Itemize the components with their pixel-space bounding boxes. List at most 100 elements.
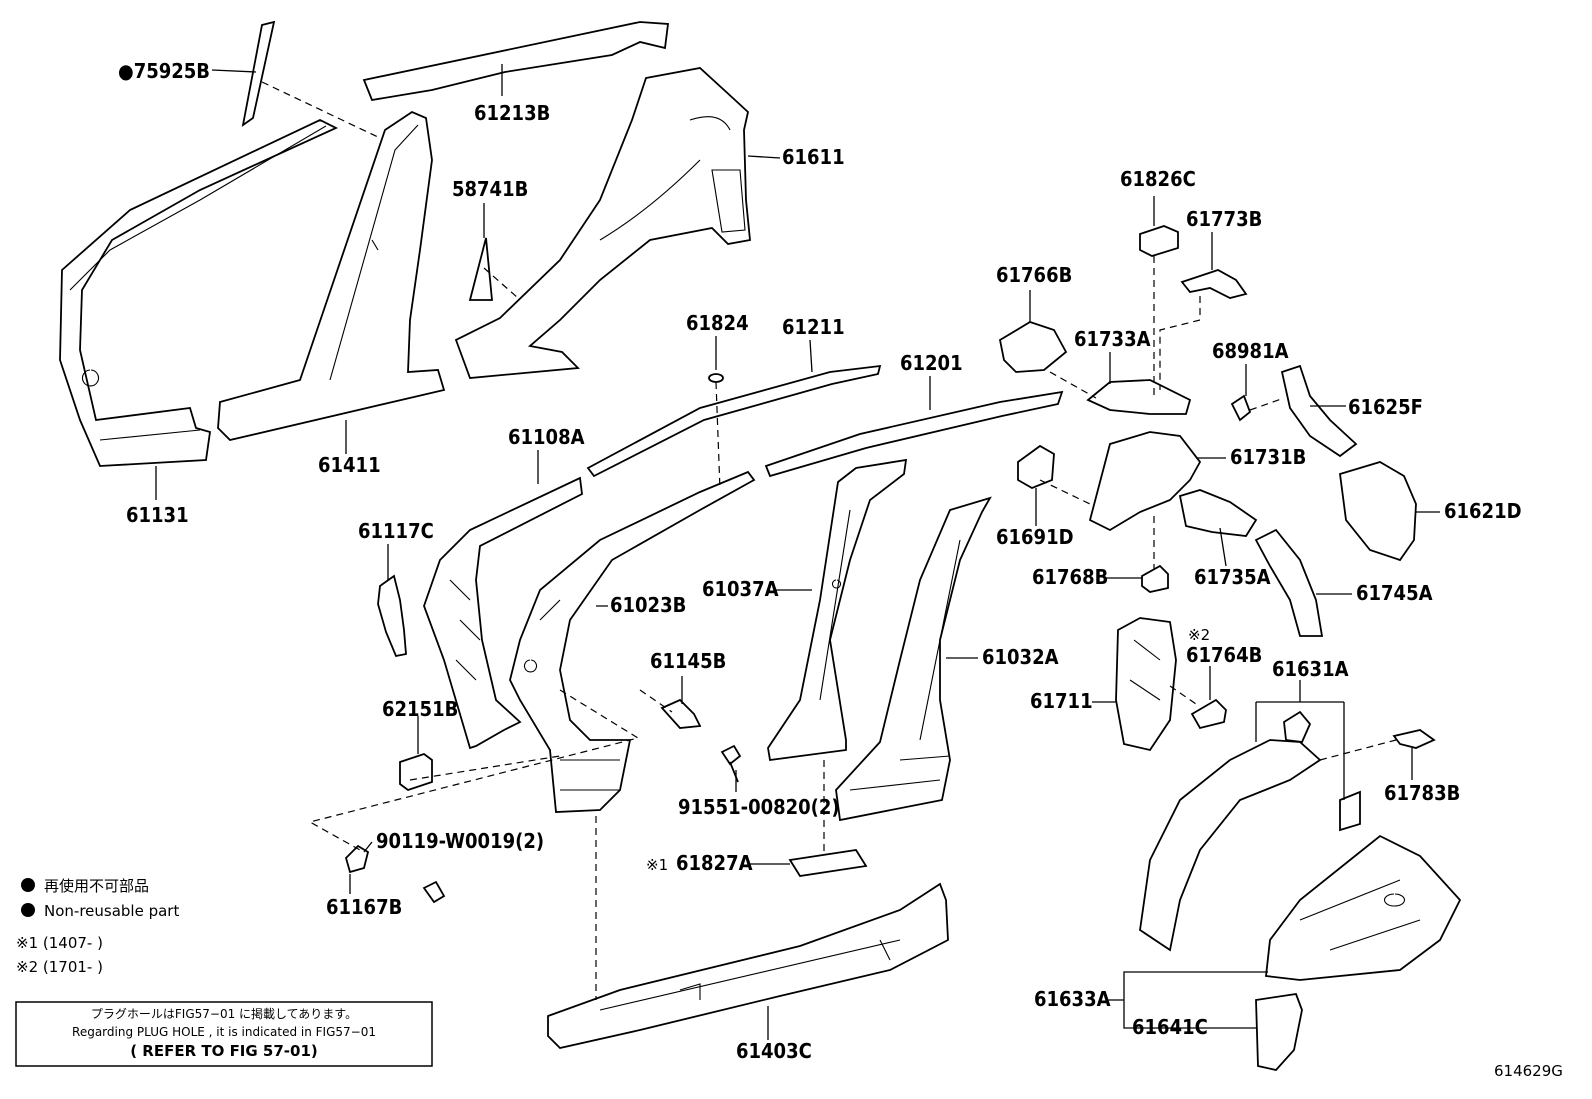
part-61827A-shape <box>788 849 868 877</box>
label-68981A: 68981A <box>1212 339 1289 363</box>
part-61625F-shape <box>1280 364 1358 458</box>
label-61768B: 61768B <box>1032 565 1108 589</box>
label-91551: 91551-00820(2) <box>678 795 840 819</box>
part-62151B-shape <box>399 752 433 792</box>
leader-lines <box>155 64 1440 1040</box>
part-61621D-shape <box>1339 461 1417 562</box>
legend-note2: ※2 (1701- ) <box>16 958 103 976</box>
part-61108A-detail <box>449 579 481 681</box>
part-75925B-shape <box>241 20 276 128</box>
label-61641C: 61641C <box>1132 1015 1208 1039</box>
label-61691D: 61691D <box>996 525 1074 549</box>
part-91551-shape <box>720 744 742 783</box>
notice-refer: ( REFER TO FIG 57-01) <box>130 1042 318 1060</box>
part-61711-shape <box>1115 617 1177 752</box>
part-61032A-shape <box>835 496 992 822</box>
label-61764B: 61764B <box>1186 643 1262 667</box>
legend-bullet-jp <box>21 878 35 892</box>
part-61711-detail <box>1129 639 1161 701</box>
legend-note1: ※1 (1407- ) <box>16 934 103 952</box>
part-61037A-shape <box>767 458 908 762</box>
label-61827A: 61827A <box>676 851 753 875</box>
label-61827A-mark: ※1 <box>646 856 668 874</box>
part-61633A-detail <box>1299 879 1421 951</box>
label-61766B: 61766B <box>996 263 1072 287</box>
label-61631A: 61631A <box>1272 657 1349 681</box>
part-61768B-shape <box>1141 564 1169 593</box>
label-61037A: 61037A <box>702 577 779 601</box>
part-61108A-shape <box>423 476 583 750</box>
part-61691D-shape <box>1017 444 1055 489</box>
part-58741B-shape <box>468 237 493 301</box>
label-61108A: 61108A <box>508 425 585 449</box>
part-61611-detail <box>599 116 746 241</box>
label-61213B: 61213B <box>474 101 550 125</box>
part-61824-shape <box>708 373 724 383</box>
label-75925B: ●75925B <box>118 59 210 83</box>
label-61733A: 61733A <box>1074 327 1151 351</box>
part-61403C-detail <box>599 939 901 1011</box>
part-61023B-detail <box>523 599 620 791</box>
label-61745A: 61745A <box>1356 581 1433 605</box>
part-61213B-shape <box>362 21 670 102</box>
part-61037A-detail <box>819 509 851 701</box>
label-61731B: 61731B <box>1230 445 1306 469</box>
legend-jp: 再使用不可部品 <box>44 877 149 895</box>
label-61145B: 61145B <box>650 649 726 673</box>
part-61131-shape <box>59 118 339 467</box>
label-61764B-mark: ※2 <box>1188 626 1210 644</box>
label-61826C: 61826C <box>1120 167 1196 191</box>
notice-box <box>15 1001 433 1067</box>
label-61201: 61201 <box>900 351 963 375</box>
label-61211: 61211 <box>782 315 845 339</box>
part-61631A-shape <box>1283 710 1361 832</box>
part-61167B-shape <box>344 844 370 874</box>
part-61826C-shape <box>1139 225 1179 257</box>
label-90119: 90119-W0019(2) <box>376 829 544 853</box>
label-61131: 61131 <box>126 503 189 527</box>
label-61611: 61611 <box>782 145 845 169</box>
label-61783B: 61783B <box>1384 781 1460 805</box>
label-62151B: 62151B <box>382 697 458 721</box>
label-61711: 61711 <box>1030 689 1093 713</box>
part-61641C-shape <box>1255 993 1303 1071</box>
part-61783B-shape <box>1392 729 1436 749</box>
part-61403C-shape <box>547 882 949 1049</box>
label-61735A: 61735A <box>1194 565 1271 589</box>
figure-code: 614629G <box>1494 1062 1563 1080</box>
label-61023B: 61023B <box>610 593 686 617</box>
label-61633A: 61633A <box>1034 987 1111 1011</box>
part-61773B-shape <box>1180 269 1248 299</box>
part-61611-shape <box>454 67 751 379</box>
label-61625F: 61625F <box>1348 395 1423 419</box>
label-61621D: 61621D <box>1444 499 1522 523</box>
part-61145B-shape <box>660 698 702 729</box>
part-61032A-detail <box>849 539 961 791</box>
label-58741B: 58741B <box>452 177 528 201</box>
label-61773B: 61773B <box>1186 207 1262 231</box>
part-61211-shape <box>586 364 882 478</box>
label-61824: 61824 <box>686 311 749 335</box>
part-61731B-shape <box>1088 431 1202 532</box>
part-61745A-shape <box>1254 528 1324 637</box>
legend-en: Non-reusable part <box>44 902 179 920</box>
part-61764B-shape <box>1190 698 1227 730</box>
part-61117C-shape <box>377 574 407 658</box>
label-61411: 61411 <box>318 453 381 477</box>
label-61403C: 61403C <box>736 1039 812 1063</box>
part-61633A-lower <box>1265 834 1462 981</box>
part-68981A-shape <box>1230 394 1252 422</box>
part-61733A-shape <box>1086 379 1192 415</box>
part-90119-shape <box>422 880 446 904</box>
label-61167B: 61167B <box>326 895 402 919</box>
part-61411-shape <box>217 110 446 441</box>
part-61201-shape <box>764 390 1064 478</box>
part-61735A-shape <box>1178 489 1258 537</box>
part-61411-detail <box>329 124 419 381</box>
notice-en: Regarding PLUG HOLE , it is indicated in… <box>72 1025 376 1039</box>
part-61766B-shape <box>998 321 1068 373</box>
label-61117C: 61117C <box>358 519 434 543</box>
guide-dashes <box>261 81 1397 1000</box>
label-61032A: 61032A <box>982 645 1059 669</box>
